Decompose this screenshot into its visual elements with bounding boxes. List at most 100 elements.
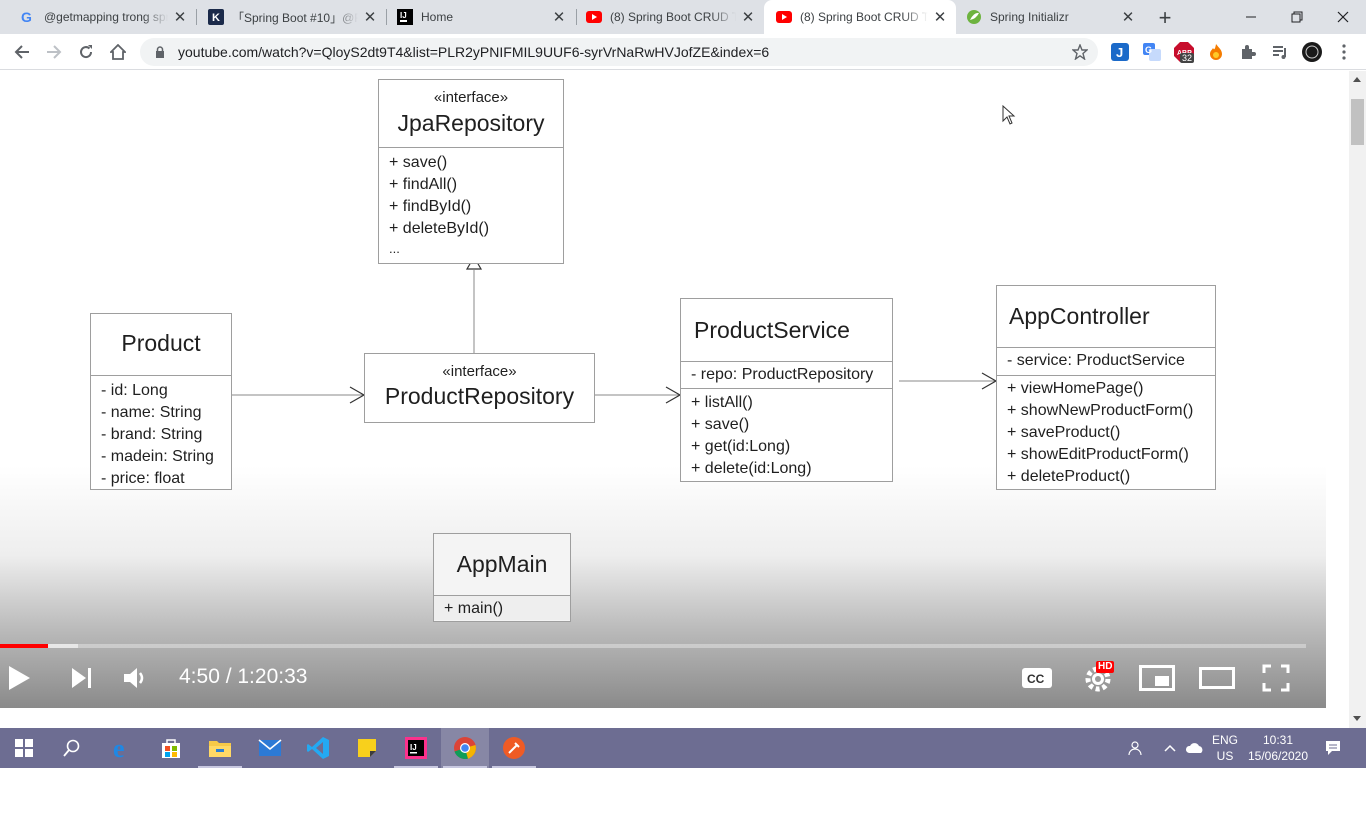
clock-time: 10:31 bbox=[1262, 733, 1294, 747]
postman-icon bbox=[503, 737, 525, 759]
uml-method: + delete(id:Long) bbox=[691, 460, 812, 477]
taskbar-store[interactable] bbox=[147, 728, 195, 768]
jetbrains-extension-icon[interactable]: J bbox=[1110, 42, 1130, 62]
start-button[interactable] bbox=[0, 728, 48, 768]
adblock-plus-extension-icon[interactable]: ABP 32 bbox=[1174, 42, 1195, 63]
uml-method: + get(id:Long) bbox=[691, 438, 791, 455]
settings-button[interactable]: HD bbox=[1078, 661, 1118, 695]
address-bar[interactable]: youtube.com/watch?v=QloyS2dt9T4&list=PLR… bbox=[140, 38, 1098, 66]
tab-requestmapping[interactable]: K 「Spring Boot #10」@RequestMapping ✕ bbox=[188, 0, 386, 34]
back-button[interactable] bbox=[7, 37, 37, 67]
close-tab-icon[interactable]: ✕ bbox=[552, 9, 566, 26]
tab-getmapping[interactable]: G @getmapping trong spring boot ✕ bbox=[0, 0, 196, 34]
extensions-puzzle-icon[interactable] bbox=[1238, 42, 1258, 62]
taskbar-vscode[interactable] bbox=[294, 728, 342, 768]
taskbar-postman[interactable] bbox=[490, 728, 538, 768]
close-tab-icon[interactable]: ✕ bbox=[1121, 9, 1135, 26]
uml-class-appcontroller: AppController - service: ProductService … bbox=[996, 285, 1216, 490]
tab-home[interactable]: IJ Home ✕ bbox=[377, 0, 575, 34]
tab-title: (8) Spring Boot CRUD Tutorial bbox=[800, 10, 928, 24]
progress-played bbox=[0, 644, 49, 648]
chrome-menu-icon[interactable] bbox=[1334, 42, 1354, 62]
scroll-up-arrow-icon[interactable] bbox=[1353, 77, 1361, 82]
close-tab-icon[interactable]: ✕ bbox=[933, 9, 947, 26]
page-viewport: «interface» JpaRepository + save() + fin… bbox=[0, 71, 1366, 728]
close-window-button[interactable] bbox=[1320, 0, 1366, 34]
taskbar-chrome[interactable] bbox=[441, 728, 489, 768]
uml-method: + save() bbox=[691, 416, 750, 433]
video-progress-bar[interactable] bbox=[0, 644, 1306, 648]
reload-button[interactable] bbox=[71, 37, 101, 67]
uml-class-name: AppController bbox=[1009, 303, 1150, 329]
video-time: 4:50 / 1:20:33 bbox=[179, 665, 308, 688]
home-button[interactable] bbox=[103, 37, 133, 67]
volume-button[interactable] bbox=[120, 661, 152, 695]
tab-strip: G @getmapping trong spring boot ✕ K 「Spr… bbox=[0, 0, 1366, 34]
theater-icon bbox=[1199, 667, 1235, 689]
next-button[interactable] bbox=[66, 661, 96, 695]
browser-toolbar: youtube.com/watch?v=QloyS2dt9T4&list=PLR… bbox=[0, 34, 1366, 70]
gear-icon bbox=[1085, 666, 1111, 692]
page-scrollbar[interactable] bbox=[1349, 71, 1366, 728]
taskbar-edge[interactable]: e bbox=[99, 728, 147, 768]
fullscreen-button[interactable] bbox=[1258, 661, 1294, 695]
home-icon bbox=[110, 44, 126, 60]
uml-field: - madein: String bbox=[101, 448, 214, 465]
scrollbar-thumb[interactable] bbox=[1351, 99, 1364, 145]
uml-relations bbox=[228, 255, 998, 404]
uml-fields: - repo: ProductRepository bbox=[681, 362, 892, 389]
uml-class-header: «interface» JpaRepository bbox=[379, 80, 563, 148]
uml-field: - brand: String bbox=[101, 426, 203, 443]
tray-language[interactable]: ENG US bbox=[1208, 732, 1242, 764]
captions-button[interactable]: CC bbox=[1019, 661, 1055, 695]
taskbar-search-button[interactable] bbox=[48, 728, 96, 768]
tab-youtube-1[interactable]: (8) Spring Boot CRUD Tutorial ✕ bbox=[566, 0, 764, 34]
close-tab-icon[interactable]: ✕ bbox=[363, 9, 377, 26]
restore-button[interactable] bbox=[1274, 0, 1320, 34]
tab-youtube-active[interactable]: (8) Spring Boot CRUD Tutorial ✕ bbox=[764, 0, 956, 34]
close-tab-icon[interactable]: ✕ bbox=[741, 9, 755, 26]
uml-method: + main() bbox=[444, 600, 504, 617]
tab-title: 「Spring Boot #10」@RequestMapping bbox=[232, 10, 358, 25]
mail-icon bbox=[258, 739, 282, 756]
profile-avatar[interactable] bbox=[1302, 42, 1322, 62]
miniplayer-button[interactable] bbox=[1137, 661, 1177, 695]
action-center-button[interactable] bbox=[1314, 728, 1352, 768]
taskbar-intellij[interactable]: IJ bbox=[392, 728, 440, 768]
taskbar-mail[interactable] bbox=[246, 728, 294, 768]
uml-method: + listAll() bbox=[691, 394, 753, 411]
tab-title: (8) Spring Boot CRUD Tutorial bbox=[610, 10, 736, 24]
bookmark-star-icon[interactable] bbox=[1072, 44, 1088, 60]
media-control-icon[interactable] bbox=[1270, 42, 1290, 62]
miniplayer-icon bbox=[1139, 665, 1175, 691]
jetbrains-icon: IJ bbox=[397, 9, 413, 25]
windows-start-icon bbox=[15, 739, 33, 757]
minimize-button[interactable] bbox=[1228, 0, 1274, 34]
theater-mode-button[interactable] bbox=[1197, 661, 1237, 695]
tray-onedrive[interactable] bbox=[1182, 728, 1208, 768]
tray-show-hidden[interactable] bbox=[1158, 728, 1182, 768]
adblock-badge: 32 bbox=[1180, 53, 1195, 63]
uml-method: + save() bbox=[389, 154, 448, 171]
url-text: youtube.com/watch?v=QloyS2dt9T4&list=PLR… bbox=[178, 44, 770, 60]
tray-clock[interactable]: 10:31 15/06/2020 bbox=[1244, 732, 1312, 764]
vscode-icon bbox=[307, 737, 329, 759]
play-button[interactable] bbox=[4, 661, 34, 695]
tray-people[interactable] bbox=[1112, 728, 1156, 768]
scroll-down-arrow-icon[interactable] bbox=[1353, 716, 1361, 721]
uml-field: - service: ProductService bbox=[1007, 352, 1185, 369]
close-tab-icon[interactable]: ✕ bbox=[173, 9, 187, 26]
mouse-cursor-icon bbox=[1002, 105, 1016, 125]
taskbar-file-explorer[interactable] bbox=[196, 728, 244, 768]
uml-class-productservice: ProductService - repo: ProductRepository… bbox=[680, 298, 893, 482]
tab-spring-initializr[interactable]: Spring Initializr ✕ bbox=[946, 0, 1144, 34]
uml-class-name: ProductService bbox=[694, 317, 850, 343]
fire-extension-icon[interactable] bbox=[1206, 42, 1226, 62]
uml-fields: - service: ProductService bbox=[997, 348, 1215, 376]
forward-button[interactable] bbox=[39, 37, 69, 67]
taskbar-sticky-notes[interactable] bbox=[343, 728, 391, 768]
video-player[interactable]: «interface» JpaRepository + save() + fin… bbox=[0, 71, 1326, 708]
new-tab-button[interactable]: + bbox=[1158, 5, 1172, 30]
translate-extension-icon[interactable]: G bbox=[1142, 42, 1162, 62]
edge-icon: e bbox=[113, 736, 125, 760]
